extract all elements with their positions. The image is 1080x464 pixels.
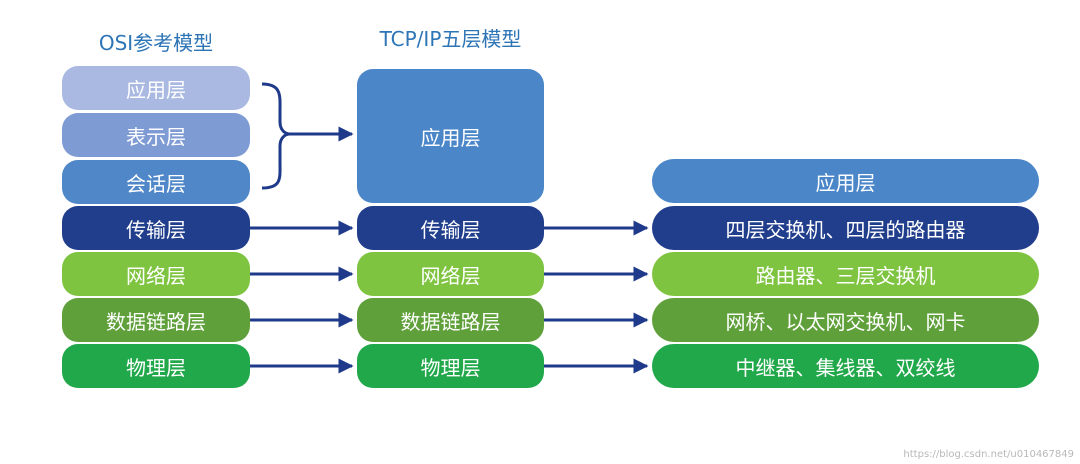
- watermark: https://blog.csdn.net/u010467849: [903, 449, 1074, 460]
- tcpip-datalink-layer: 数据链路层: [357, 298, 544, 342]
- device-application-layer: 应用层: [652, 159, 1039, 203]
- tcpip-model-header: TCP/IP五层模型: [379, 27, 522, 51]
- tcpip-transport-layer: 传输层: [357, 206, 544, 250]
- tcpip-physical-layer: 物理层: [357, 344, 544, 388]
- osi-physical-layer: 物理层: [62, 344, 250, 388]
- osi-application-layer: 应用层: [62, 66, 250, 110]
- osi-model-header: OSI参考模型: [98, 31, 214, 55]
- tcpip-network-layer: 网络层: [357, 252, 544, 296]
- osi-presentation-layer: 表示层: [62, 113, 250, 157]
- device-physical-layer: 中继器、集线器、双绞线: [652, 344, 1039, 388]
- device-transport-layer: 四层交换机、四层的路由器: [652, 206, 1039, 250]
- osi-transport-layer: 传输层: [62, 206, 250, 250]
- osi-datalink-layer: 数据链路层: [62, 298, 250, 342]
- tcpip-application-layer: 应用层: [357, 69, 544, 203]
- osi-upper-layers-brace: [261, 82, 291, 190]
- osi-network-layer: 网络层: [62, 252, 250, 296]
- device-network-layer: 路由器、三层交换机: [652, 252, 1039, 296]
- device-datalink-layer: 网桥、以太网交换机、网卡: [652, 298, 1039, 342]
- osi-session-layer: 会话层: [62, 160, 250, 204]
